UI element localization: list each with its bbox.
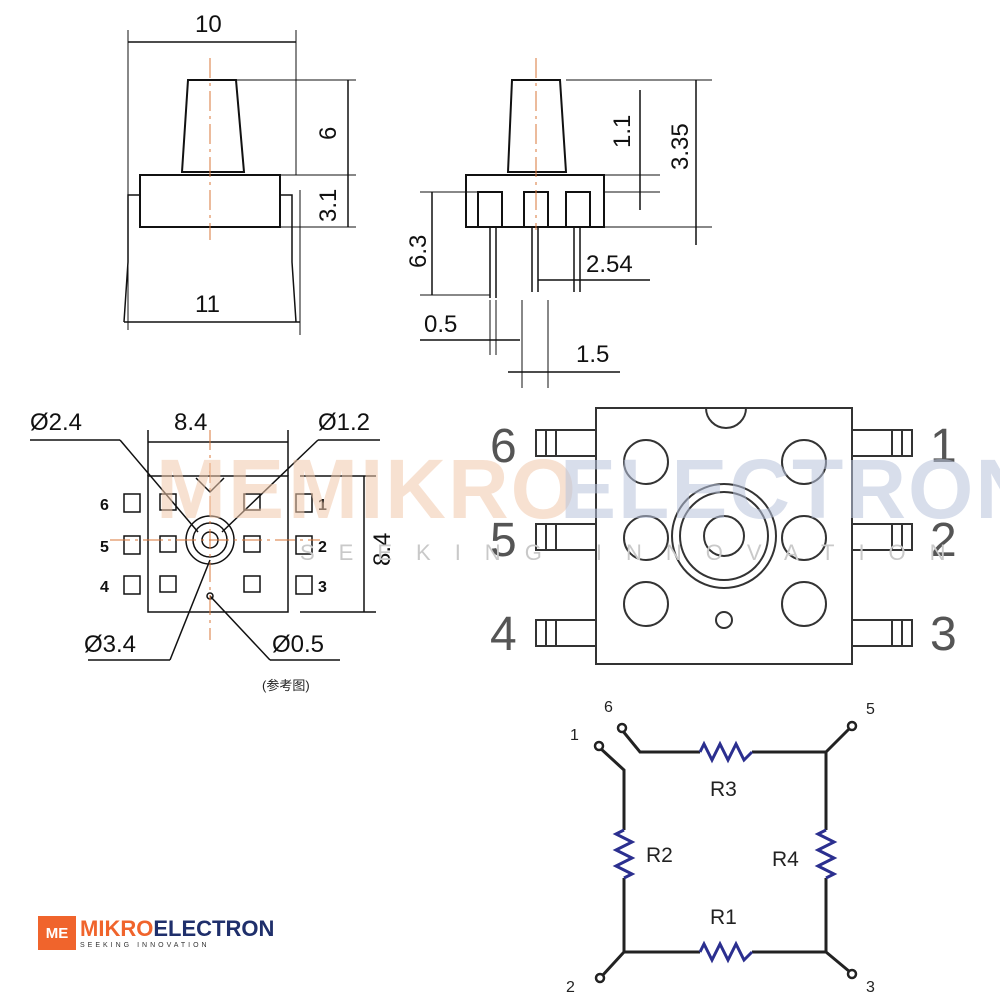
dim-d2-4: Ø2.4 <box>30 409 82 436</box>
dim-footprint-height: 8.4 <box>369 533 396 566</box>
node-1: 1 <box>570 727 579 744</box>
brand-logo: ME MIKROELECTRON SEEKING INNOVATION <box>38 914 274 952</box>
dim-footprint-width: 8.4 <box>174 409 207 436</box>
label-r3: R3 <box>710 778 737 801</box>
fp-pin-6: 6 <box>100 497 109 514</box>
reference-note: (参考图) <box>262 678 310 693</box>
fp-pin-3: 3 <box>318 579 327 596</box>
label-r1: R1 <box>710 906 737 929</box>
label-r4: R4 <box>772 848 799 871</box>
label-r2: R2 <box>646 844 673 867</box>
dim-width-10: 10 <box>195 11 222 38</box>
watermark-brand-a: MIKRO <box>288 442 578 536</box>
logo-brand-a: MIKRO <box>80 915 154 941</box>
fp-pin-1: 1 <box>318 497 327 514</box>
dim-1-5: 1.5 <box>576 341 609 368</box>
dim-3-35: 3.35 <box>667 123 694 170</box>
top-pin-5: 5 <box>490 514 517 567</box>
dim-1-1: 1.1 <box>609 115 636 148</box>
side-view <box>123 30 356 335</box>
dim-2-54: 2.54 <box>586 251 633 278</box>
resistor-r3-symbol <box>698 740 754 764</box>
node-2: 2 <box>566 979 575 996</box>
front-view <box>420 58 712 388</box>
watermark-mark: ME <box>156 442 286 536</box>
top-view <box>535 407 913 665</box>
resistor-r4-symbol <box>814 828 838 880</box>
logo-tagline: SEEKING INNOVATION <box>80 941 210 949</box>
top-pin-4: 4 <box>490 608 517 661</box>
watermark-brand-b: ELECTRON <box>560 442 1000 536</box>
logo-brand-b: ELECTRON <box>153 915 275 941</box>
top-pin-2: 2 <box>930 514 957 567</box>
footprint-view <box>30 430 380 661</box>
resistor-r1-symbol <box>698 940 754 964</box>
top-pin-6: 6 <box>490 420 517 473</box>
watermark: ME MIKRO ELECTRON SEEKING INNOVATION <box>156 442 1000 565</box>
dim-6-3: 6.3 <box>405 235 432 268</box>
logo-mark-icon: ME <box>38 916 76 950</box>
dim-height-3-1: 3.1 <box>315 189 342 222</box>
dim-d0-5: Ø0.5 <box>272 631 324 658</box>
fp-pin-4: 4 <box>100 579 109 596</box>
top-pin-1: 1 <box>930 420 957 473</box>
dim-d1-2: Ø1.2 <box>318 409 370 436</box>
dim-height-6: 6 <box>315 127 342 140</box>
dim-width-11: 11 <box>195 291 220 318</box>
resistor-r2-symbol <box>612 828 636 880</box>
top-pin-3: 3 <box>930 608 957 661</box>
node-5: 5 <box>866 701 875 718</box>
node-3: 3 <box>866 979 875 996</box>
fp-pin-2: 2 <box>318 539 327 556</box>
dim-d3-4: Ø3.4 <box>84 631 136 658</box>
node-6: 6 <box>604 699 613 716</box>
bridge-schematic <box>593 720 858 984</box>
watermark-tagline: SEEKING INNOVATION <box>300 540 970 565</box>
fp-pin-5: 5 <box>100 539 109 556</box>
dim-0-5: 0.5 <box>424 311 457 338</box>
